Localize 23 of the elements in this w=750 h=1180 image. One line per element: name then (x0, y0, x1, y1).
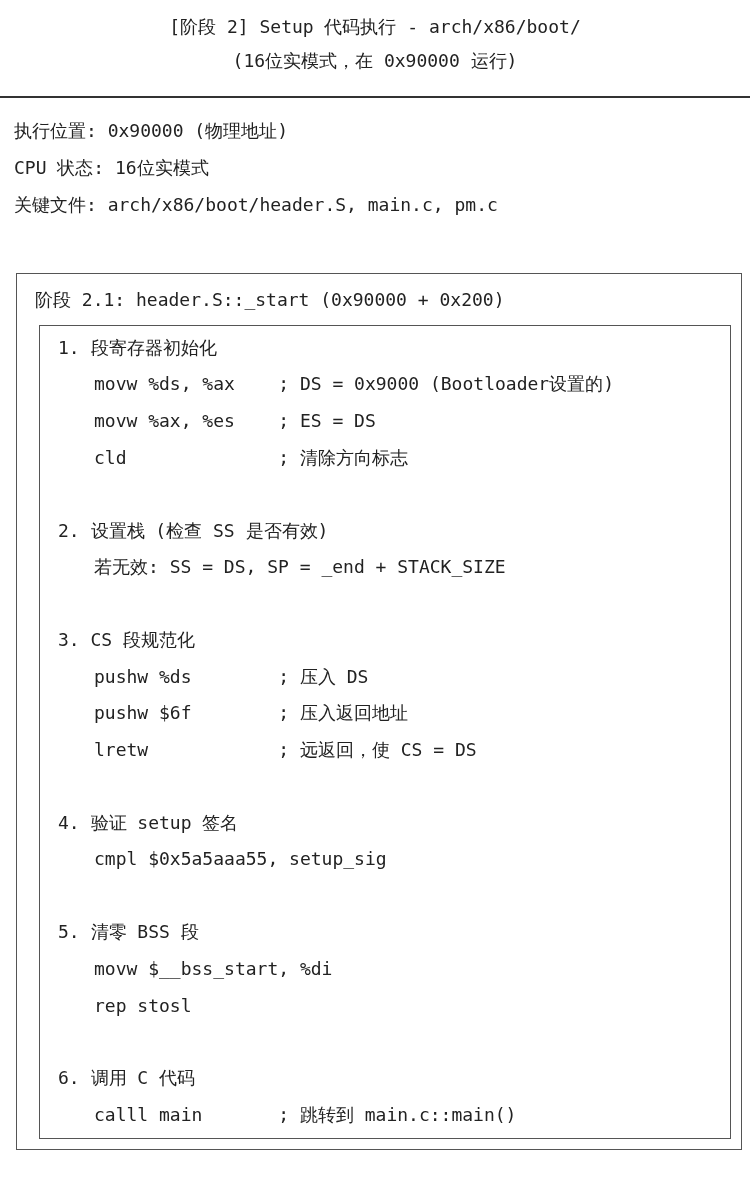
step-heading: 1. 段寄存器初始化 (58, 335, 218, 360)
code-line: pushw $6f ; 压入返回地址 (94, 701, 409, 726)
step-heading: 3. CS 段规范化 (58, 627, 197, 652)
code-line: calll main ; 跳转到 main.c::main() (94, 1102, 518, 1127)
code-line: movw %ds, %ax ; DS = 0x9000 (Bootloader设置的) (94, 372, 615, 397)
code-line: movw $__bss_start, %di (94, 956, 334, 981)
section-heading: 阶段 2.1: header.S::_start (0x90000 + 0x200) (35, 288, 506, 312)
code-line: cmpl $0x5a5aaa55, setup_sig (94, 847, 388, 872)
code-line: 若无效: SS = DS, SP = _end + STACK_SIZE (94, 555, 507, 580)
info-line: 关键文件: arch/x86/boot/header.S, main.c, pm.c (14, 193, 499, 217)
info-line: 执行位置: 0x90000 (物理地址) (14, 119, 290, 143)
code-line: pushw %ds ; 压入 DS (94, 664, 370, 689)
diagram-title: [阶段 2] Setup 代码执行 - arch/x86/boot/ (168, 15, 582, 39)
step-heading: 5. 清零 BSS 段 (58, 920, 200, 945)
step-heading: 4. 验证 setup 签名 (58, 810, 240, 835)
code-line: rep stosl (94, 993, 193, 1018)
subtitle: (16位实模式，在 0x90000 运行) (231, 49, 519, 73)
code-line: cld ; 清除方向标志 (94, 445, 409, 470)
step-heading: 2. 设置栈 (检查 SS 是否有效) (58, 518, 330, 543)
code-line: lretw ; 远返回，使 CS = DS (94, 738, 478, 763)
step-heading: 6. 调用 C 代码 (58, 1066, 197, 1091)
code-line: movw %ax, %es ; ES = DS (94, 409, 377, 434)
info-line: CPU 状态: 16位实模式 (14, 156, 210, 180)
